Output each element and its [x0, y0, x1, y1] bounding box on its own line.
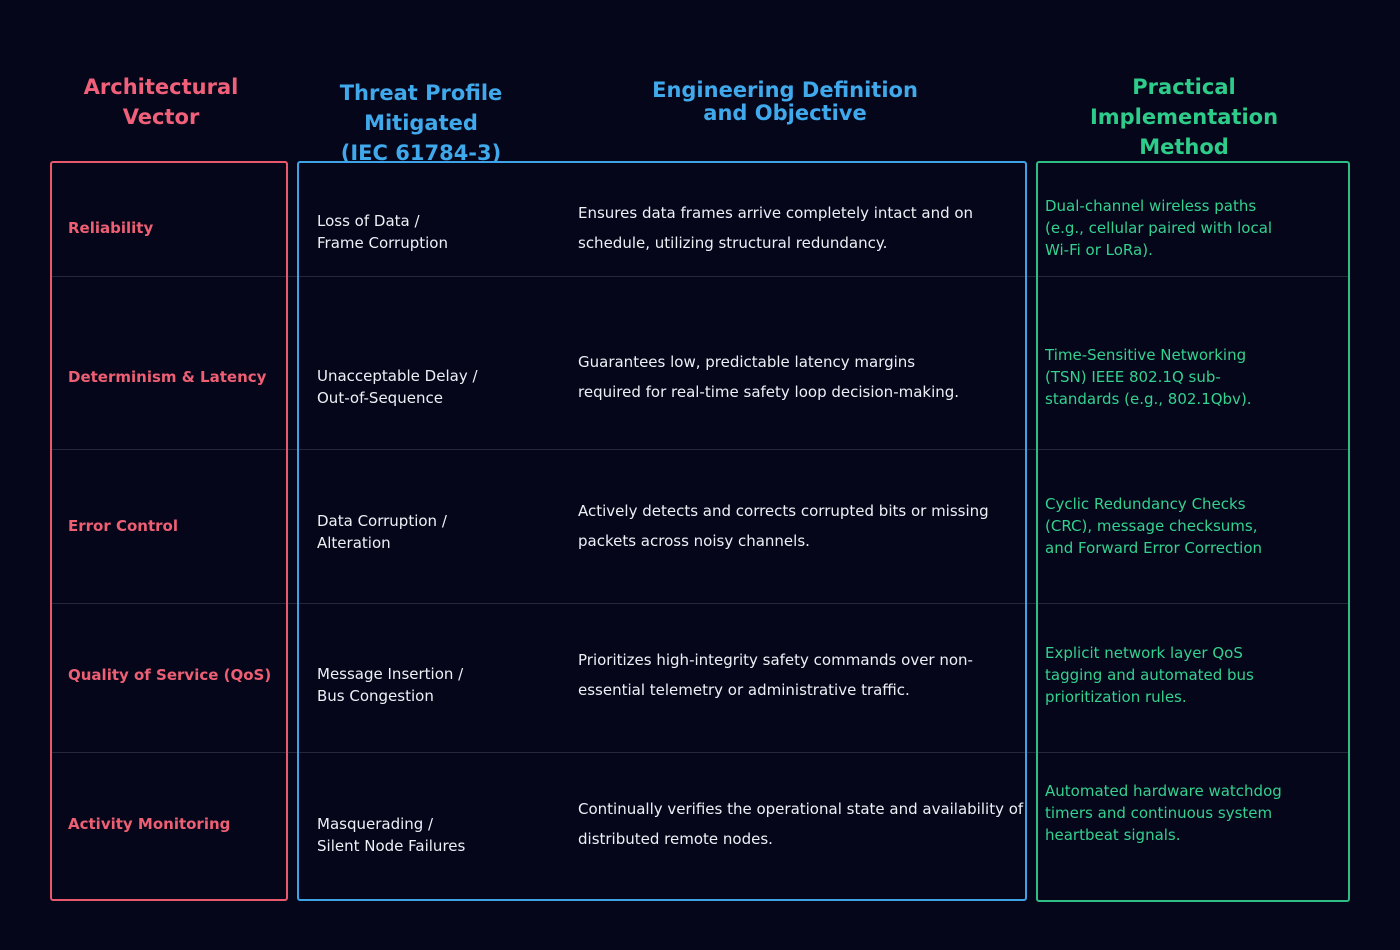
threat-cell: Data Corruption / Alteration — [317, 512, 447, 552]
definition-cell: Guarantees low, predictable latency marg… — [578, 353, 960, 401]
implementation-cell: Automated hardware watchdog timers and c… — [1045, 782, 1282, 844]
header-implementation-method: Practical Implementation Method — [1089, 75, 1279, 159]
threat-cell: Message Insertion / Bus Congestion — [317, 665, 464, 705]
header-engineering-definition: Engineering Definition and Objective — [652, 78, 918, 125]
vector-cell: Error Control — [68, 517, 178, 535]
threat-cell: Masquerading / Silent Node Failures — [317, 815, 466, 855]
vector-column-frame — [50, 161, 288, 901]
vector-cell: Determinism & Latency — [68, 368, 267, 386]
threat-cell: Unacceptable Delay / Out-of-Sequence — [317, 367, 478, 407]
row-divider — [52, 603, 1348, 604]
implementation-cell: Dual-channel wireless paths (e.g., cellu… — [1045, 197, 1273, 259]
row-divider — [52, 752, 1348, 753]
vector-cell: Reliability — [68, 219, 154, 237]
row-divider — [52, 276, 1348, 277]
header-threat-profile: Threat Profile Mitigated (IEC 61784-3) — [339, 81, 503, 165]
definition-cell: Prioritizes high-integrity safety comman… — [578, 651, 973, 699]
vector-cell: Quality of Service (QoS) — [68, 666, 272, 684]
implementation-cell: Explicit network layer QoS tagging and a… — [1045, 644, 1254, 706]
threat-definition-column-frame — [297, 161, 1027, 901]
vector-cell: Activity Monitoring — [68, 815, 231, 833]
implementation-cell: Cyclic Redundancy Checks (CRC), message … — [1045, 495, 1263, 557]
threat-cell: Loss of Data / Frame Corruption — [317, 212, 448, 252]
implementation-cell: Time-Sensitive Networking (TSN) IEEE 802… — [1045, 346, 1252, 408]
definition-cell: Ensures data frames arrive completely in… — [578, 204, 974, 252]
definition-cell: Actively detects and corrects corrupted … — [578, 502, 989, 550]
definition-cell: Continually verifies the operational sta… — [578, 800, 1024, 848]
row-divider — [52, 449, 1348, 450]
implementation-column-frame — [1036, 161, 1350, 902]
header-architectural-vector: Architectural Vector — [83, 75, 239, 129]
